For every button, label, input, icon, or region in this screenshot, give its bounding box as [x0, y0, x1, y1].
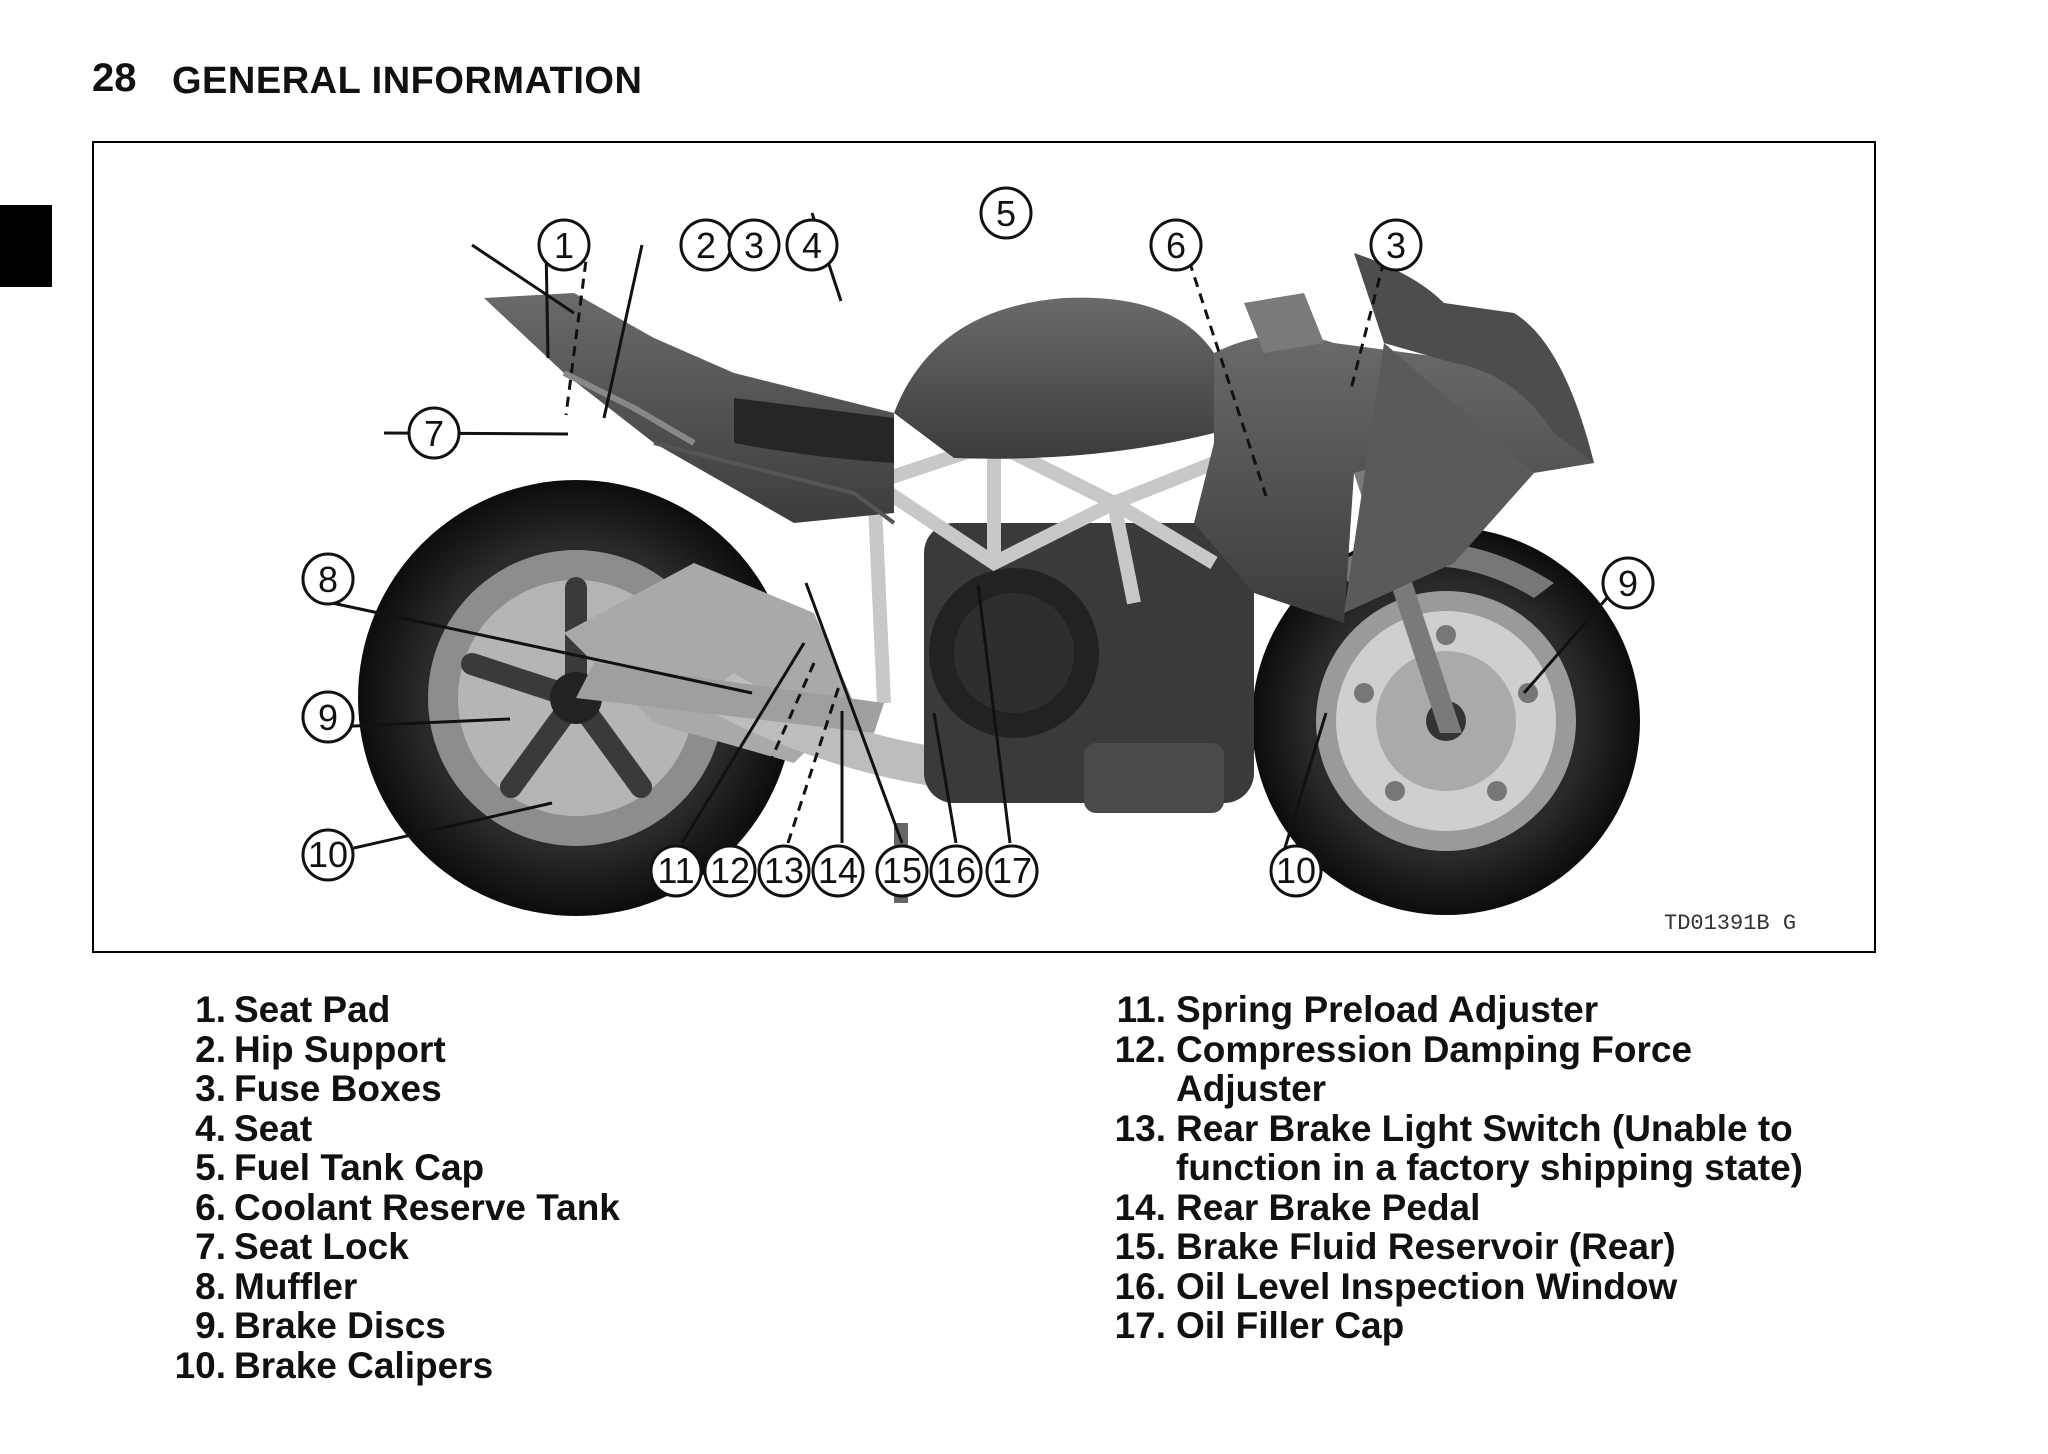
svg-text:2: 2	[696, 225, 716, 266]
engine	[924, 523, 1254, 813]
svg-text:10: 10	[1276, 850, 1316, 891]
legend-item: 10.Brake Calipers	[174, 1344, 494, 1386]
page-number: 28	[92, 56, 137, 100]
motorcycle-figure: 1 2 3 4 5 6 3 7 8 9 9 10 11 12 13 14 15 …	[92, 141, 1876, 953]
legend-item: 12.Compression Damping Force	[1114, 1028, 1693, 1070]
svg-text:3: 3	[1386, 225, 1406, 266]
legend-item: 15.Brake Fluid Reservoir (Rear)	[1114, 1226, 1676, 1267]
legend-item: 13.Rear Brake Light Switch (Unable to	[1114, 1107, 1793, 1149]
callout-14: 14	[811, 844, 865, 898]
callout-5: 5	[979, 186, 1033, 240]
legend-item: 11.Spring Preload Adjuster	[1116, 989, 1599, 1030]
legend-item: 1.Seat Pad	[195, 989, 391, 1030]
svg-text:10: 10	[308, 834, 348, 875]
callouts: 1 2 3 4 5 6 3 7 8 9 9 10 11 12 13 14 15 …	[301, 186, 1655, 898]
svg-text:8: 8	[318, 559, 338, 600]
svg-text:17: 17	[992, 850, 1032, 891]
callout-15: 15	[875, 844, 929, 898]
callout-4: 4	[785, 218, 839, 272]
callout-12: 12	[703, 844, 757, 898]
legend-item: 3.Fuse Boxes	[195, 1068, 442, 1109]
swingarm	[576, 663, 884, 733]
svg-text:13: 13	[764, 850, 804, 891]
legend-item: 9.Brake Discs	[195, 1305, 446, 1346]
trellis-frame	[867, 435, 1218, 704]
callout-9-right: 9	[1601, 556, 1655, 610]
callout-10-left: 10	[301, 828, 355, 882]
fuel-tank	[894, 297, 1214, 459]
svg-text:4: 4	[802, 225, 822, 266]
svg-text:14: 14	[818, 850, 858, 891]
callout-3b: 3	[1369, 218, 1423, 272]
svg-text:6: 6	[1166, 225, 1186, 266]
svg-text:12: 12	[710, 850, 750, 891]
legend-item-continuation: Adjuster	[1176, 1068, 1327, 1109]
section-title: GENERAL INFORMATION	[172, 60, 643, 102]
callout-11: 11	[649, 844, 703, 898]
callout-3: 3	[727, 218, 781, 272]
leader-lines	[331, 212, 1622, 855]
svg-text:1: 1	[554, 225, 574, 266]
legend-item-continuation: function in a factory shipping state)	[1176, 1147, 1803, 1188]
callout-2: 2	[679, 218, 733, 272]
svg-text:7: 7	[424, 413, 444, 454]
svg-text:3: 3	[744, 225, 764, 266]
svg-text:9: 9	[1618, 563, 1638, 604]
svg-text:11: 11	[657, 850, 694, 891]
svg-text:5: 5	[996, 193, 1016, 234]
legend-right: 11.Spring Preload Adjuster 12.Compressio…	[1104, 990, 1924, 1346]
callout-10-right: 10	[1269, 844, 1323, 898]
legend-item: 8.Muffler	[195, 1265, 358, 1307]
legend-item: 16.Oil Level Inspection Window	[1114, 1265, 1678, 1307]
callout-13: 13	[757, 844, 811, 898]
legend-left: 1.Seat Pad 2.Hip Support 3.Fuse Boxes 4.…	[164, 990, 984, 1385]
svg-text:16: 16	[936, 850, 976, 891]
callout-9-left: 9	[301, 690, 355, 744]
svg-text:15: 15	[882, 850, 922, 891]
legend-item: 14.Rear Brake Pedal	[1114, 1186, 1481, 1228]
callout-8: 8	[301, 552, 355, 606]
legend-item: 6.Coolant Reserve Tank	[195, 1186, 620, 1228]
figure-code: TD01391B G	[1664, 911, 1796, 936]
legend-item: 7.Seat Lock	[195, 1226, 409, 1267]
front-fairing	[1194, 253, 1594, 623]
motorcycle-illustration: 1 2 3 4 5 6 3 7 8 9 9 10 11 12 13 14 15 …	[301, 186, 1796, 936]
legend-item: 2.Hip Support	[195, 1028, 446, 1070]
legend-item: 5.Fuel Tank Cap	[195, 1147, 485, 1188]
legend-item: 4.Seat	[195, 1107, 313, 1149]
callout-16: 16	[929, 844, 983, 898]
thumb-index-tab	[0, 205, 52, 287]
callout-7: 7	[407, 406, 461, 460]
svg-text:9: 9	[318, 697, 338, 738]
callout-17: 17	[985, 844, 1039, 898]
callout-6: 6	[1149, 218, 1203, 272]
callout-1: 1	[537, 218, 591, 272]
seat	[734, 398, 894, 463]
legend-item: 17.Oil Filler Cap	[1114, 1305, 1405, 1346]
tail-section	[484, 293, 896, 525]
